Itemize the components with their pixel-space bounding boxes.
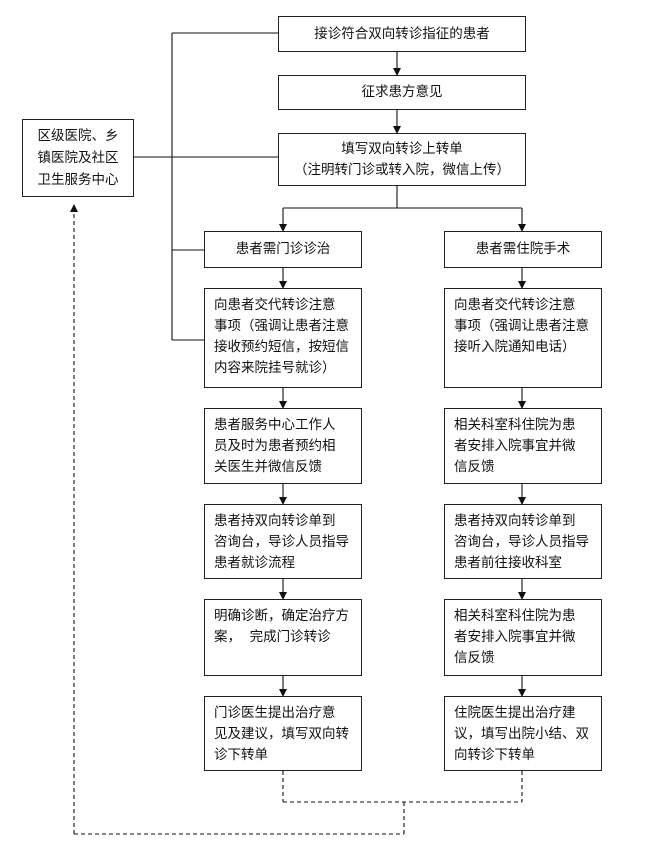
node-outpatient: 患者需门诊诊治: [204, 231, 362, 268]
node-l5: 门诊医生提出治疗意 见及建议，填写双向转 诊下转单: [204, 696, 362, 771]
node-r1-line3: 接听入院通知电话）: [454, 339, 576, 355]
node-start: 接诊符合双向转诊指征的患者: [278, 16, 526, 52]
node-r4-line2: 者安排入院事宜并微: [454, 629, 576, 645]
node-community: 区级医院、乡 镇医院及社区 卫生服务中心: [22, 119, 134, 197]
node-r3-line1: 患者持双向转诊单到: [454, 513, 576, 529]
node-l2-line3: 关医生并微信反馈: [214, 459, 322, 475]
node-r1: 向患者交代转诊注意 事项（强调让患者注意 接听入院通知电话）: [444, 288, 602, 388]
node-l5-line2: 见及建议，填写双向转: [214, 726, 349, 742]
node-r4-line1: 相关科室科住院为患: [454, 608, 576, 624]
node-l1-line3: 接收预约短信，按短信: [214, 339, 349, 355]
node-start-line: 接诊符合双向转诊指征的患者: [314, 25, 490, 42]
node-surgery: 患者需住院手术: [444, 231, 602, 268]
node-l4-line2: 案， 完成门诊转诊: [214, 629, 331, 645]
node-surgery-line: 患者需住院手术: [475, 241, 571, 257]
node-l2-line2: 员及时为患者预约相: [214, 438, 336, 454]
node-community-line3: 卫生服务中心: [37, 172, 119, 188]
node-r4: 相关科室科住院为患 者安排入院事宜并微 信反馈: [444, 599, 602, 676]
node-community-line2: 镇医院及社区: [37, 150, 119, 166]
node-outpatient-line: 患者需门诊诊治: [235, 241, 331, 257]
node-l1-line2: 事项（强调让患者注意: [214, 318, 349, 334]
node-r2-line2: 者安排入院事宜并微: [454, 438, 576, 454]
node-form-line1: 填写双向转诊上转单: [341, 140, 463, 157]
node-opinion-line: 征求患方意见: [361, 84, 443, 100]
node-l1-line4: 内容来院挂号就诊）: [214, 360, 336, 376]
node-r4-line3: 信反馈: [454, 650, 495, 666]
node-form: 填写双向转诊上转单 （注明转门诊或转入院，微信上传）: [278, 133, 526, 186]
node-l1: 向患者交代转诊注意 事项（强调让患者注意 接收预约短信，按短信 内容来院挂号就诊…: [204, 288, 362, 388]
node-r5-line2: 议，填写出院小结、双: [454, 726, 589, 742]
node-r5-line1: 住院医生提出治疗建: [454, 705, 576, 721]
node-l2: 患者服务中心工作人 员及时为患者预约相 关医生并微信反馈: [204, 408, 362, 484]
node-r1-line1: 向患者交代转诊注意: [454, 297, 576, 313]
node-form-line2: （注明转门诊或转入院，微信上传）: [294, 161, 510, 178]
node-r2-line1: 相关科室科住院为患: [454, 417, 576, 433]
node-r2-line3: 信反馈: [454, 459, 495, 475]
node-r5-line3: 向转诊下转单: [454, 747, 535, 763]
node-l4: 明确诊断，确定治疗方 案， 完成门诊转诊: [204, 599, 362, 676]
node-l3-line1: 患者持双向转诊单到: [214, 513, 336, 529]
node-r3-line3: 患者前往接收科室: [454, 555, 562, 571]
node-l3-line2: 咨询台，导诊人员指导: [214, 534, 349, 550]
node-l3-line3: 患者就诊流程: [214, 555, 295, 571]
node-r1-line2: 事项（强调让患者注意: [454, 318, 589, 334]
node-community-line1: 区级医院、乡: [37, 128, 119, 144]
node-l1-line1: 向患者交代转诊注意: [214, 297, 336, 313]
node-r3-line2: 咨询台，导诊人员指导: [454, 534, 589, 550]
node-opinion: 征求患方意见: [278, 75, 526, 110]
node-r2: 相关科室科住院为患 者安排入院事宜并微 信反馈: [444, 408, 602, 484]
node-l3: 患者持双向转诊单到 咨询台，导诊人员指导 患者就诊流程: [204, 504, 362, 579]
node-l2-line1: 患者服务中心工作人: [214, 417, 336, 433]
node-l5-line1: 门诊医生提出治疗意: [214, 705, 336, 721]
node-l5-line3: 诊下转单: [214, 747, 268, 763]
node-l4-line1: 明确诊断，确定治疗方: [214, 608, 349, 624]
node-r5: 住院医生提出治疗建 议，填写出院小结、双 向转诊下转单: [444, 696, 602, 771]
node-r3: 患者持双向转诊单到 咨询台，导诊人员指导 患者前往接收科室: [444, 504, 602, 579]
